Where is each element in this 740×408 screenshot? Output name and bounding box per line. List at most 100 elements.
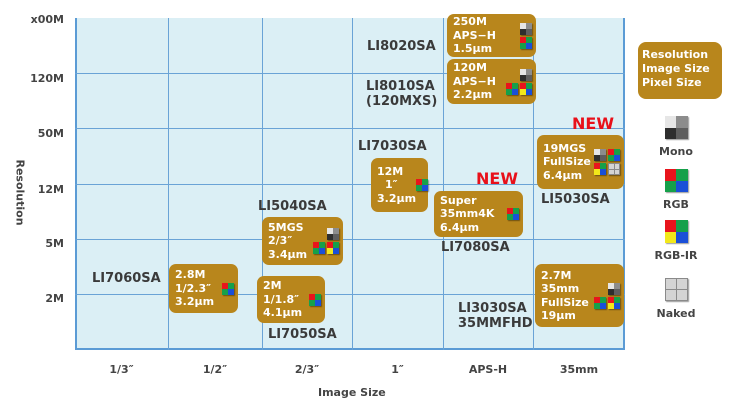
sensor-icons: [507, 208, 519, 220]
sensor-icon-row: [594, 296, 620, 309]
rgb-sensor-icon: [594, 296, 606, 309]
rgbir-sensor-icon: [608, 296, 620, 309]
product-name: LI5040SA: [258, 199, 327, 214]
rgb-sensor-icon: [506, 82, 518, 95]
spec-line: 250M: [453, 15, 487, 29]
spec-line: 3.4µm: [268, 247, 308, 261]
legend-key-line: Resolution: [642, 48, 709, 61]
sensor-icon-row: [594, 149, 620, 161]
legend-item-naked: Naked: [646, 278, 706, 320]
y-tick-label: 12M: [37, 183, 64, 196]
sensor-icons: [416, 179, 429, 191]
sensor-icons: [594, 149, 620, 175]
sensor-icons: [313, 228, 339, 254]
sensor-icon-row: [327, 228, 339, 240]
x-tick-label: APS-H: [468, 363, 508, 376]
mono-sensor-icon: [327, 228, 339, 240]
y-tick-label: 2M: [45, 292, 64, 305]
x-tick-label: 1″: [391, 363, 404, 376]
rgbir-sensor-icon: [594, 163, 606, 175]
new-badge: NEW: [572, 114, 614, 133]
grid-line-horizontal: [75, 239, 625, 240]
sensor-icon-row: [506, 82, 532, 95]
spec-line: 2.8M: [175, 268, 206, 282]
new-badge: NEW: [476, 169, 518, 188]
rgbir-sensor-icon: [327, 242, 339, 254]
rgb-sensor-icon: [507, 208, 519, 220]
sensor-icon-row: [309, 293, 321, 306]
spec-line: 1/1.8″: [263, 292, 300, 306]
mono-sensor-icon: [664, 116, 688, 139]
spec-line: 19µm: [541, 309, 576, 322]
rgb-sensor-icon: [608, 149, 620, 161]
rgbir-sensor-icon: [664, 220, 688, 243]
mono-sensor-icon: [520, 22, 532, 35]
product-name: LI7060SA: [92, 271, 161, 286]
spec-line: 2/3″: [268, 234, 293, 248]
product-name: LI7030SA: [358, 139, 427, 154]
spec-line: 6.4µm: [440, 220, 480, 234]
rgb-sensor-icon: [222, 282, 234, 295]
mono-sensor-icon: [608, 282, 620, 295]
rgb-sensor-icon: [416, 179, 429, 191]
spec-line: FullSize: [543, 155, 591, 169]
x-tick-label: 1/2″: [202, 363, 228, 376]
legend-label: Naked: [656, 307, 696, 320]
y-tick-label: 120M: [30, 72, 64, 85]
rgb-sensor-icon: [520, 36, 532, 49]
x-tick-label: 2/3″: [294, 363, 320, 376]
spec-line: 19MGS: [543, 141, 587, 155]
sensor-icon-row: [520, 68, 532, 81]
y-tick-label: x00M: [30, 13, 64, 26]
spec-line: 4.1µm: [263, 306, 303, 320]
y-tick-label: 5M: [45, 237, 64, 250]
spec-line: 2.7M: [541, 268, 572, 282]
spec-line: APS−H: [453, 74, 496, 88]
spec-line: 6.4µm: [543, 168, 583, 182]
spec-line: 120M: [453, 61, 487, 75]
sensor-icon-row: [520, 22, 532, 35]
spec-line: 35mm4K: [440, 207, 495, 221]
legend-key-line: Image Size: [642, 62, 710, 75]
spec-line: 35mm: [541, 282, 580, 295]
legend-item-rgbir: RGB-IR: [646, 220, 706, 262]
spec-line: 2M: [263, 279, 282, 293]
sensor-icons: [520, 22, 532, 49]
sensor-icons: [594, 282, 620, 309]
legend-key-box: Resolution Image Size Pixel Size: [638, 42, 722, 99]
spec-line: 5MGS: [268, 220, 304, 234]
sensor-icon-row: [520, 36, 532, 49]
naked-sensor-icon: [664, 278, 688, 301]
spec-line: 3.2µm: [175, 295, 215, 309]
mono-sensor-icon: [520, 68, 532, 81]
product-name: LI7050SA: [268, 327, 337, 342]
rgbir-sensor-icon: [520, 82, 532, 95]
legend-item-mono: Mono: [646, 116, 706, 158]
product-name: LI7080SA: [441, 240, 510, 255]
spec-line: APS−H: [453, 28, 496, 42]
product-name: LI8020SA: [367, 39, 436, 54]
grid-line-horizontal: [75, 294, 625, 295]
product-name: LI8010SA(120MXS): [366, 79, 438, 109]
naked-sensor-icon: [608, 163, 620, 175]
y-tick-label: 50M: [37, 127, 64, 140]
mono-sensor-icon: [594, 149, 606, 161]
spec-line: 1.5µm: [453, 42, 493, 56]
sensor-icons: [506, 68, 532, 95]
